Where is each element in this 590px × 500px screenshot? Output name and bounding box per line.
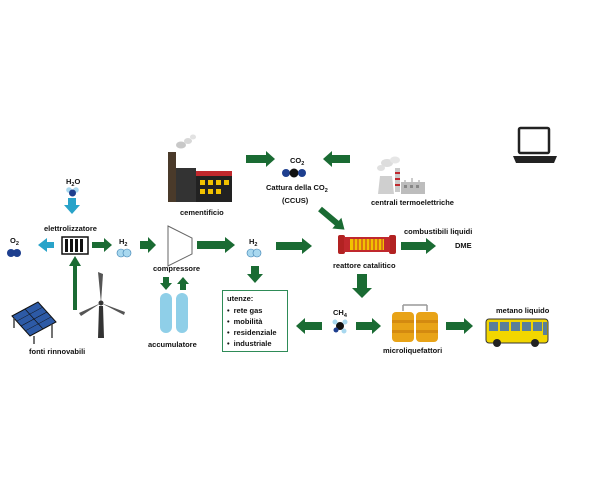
factory-icon <box>168 134 232 202</box>
o2-molecule-icon <box>7 249 21 257</box>
co2-label: CO2 <box>290 156 304 167</box>
h2o-molecule-icon <box>66 187 79 197</box>
dme-label: DME <box>455 241 472 250</box>
bus-icon <box>485 318 549 347</box>
h2o-label: H2O <box>66 177 80 188</box>
arrow-micro-bus <box>446 318 473 334</box>
accumulatore-label: accumulatore <box>148 340 197 349</box>
compressore-label: compressore <box>153 264 200 273</box>
reattore-label: reattore catalitico <box>333 261 396 270</box>
wind-turbine-icon <box>79 272 125 338</box>
oxygen-arrow <box>38 238 54 252</box>
arrow-h2-utenze <box>247 266 263 283</box>
h2-mid-molecule-icon <box>246 248 262 258</box>
utenze-box: utenze: rete gas mobilità residenziale i… <box>222 290 288 352</box>
arrow-cementificio-co2 <box>246 151 275 167</box>
h2-left-label: H2 <box>119 237 127 248</box>
laptop-icon <box>513 126 557 163</box>
arrow-h2-reactor <box>276 238 312 254</box>
utenze-item-residenziale: residenziale <box>227 327 283 338</box>
arrow-electrolyzer-h2 <box>92 238 112 252</box>
utenze-item-rete-gas: rete gas <box>227 305 283 316</box>
solar-panel-icon <box>11 301 57 344</box>
arrow-reactor-ch4 <box>352 274 372 298</box>
o2-label: O2 <box>10 236 19 247</box>
h2-mid-label: H2 <box>249 237 257 248</box>
cementificio-label: cementificio <box>180 208 224 217</box>
h2-left-molecule-icon <box>116 248 132 258</box>
microliquefier-icon <box>392 304 438 342</box>
arrow-centrali-co2 <box>323 151 350 167</box>
arrow-ch4-micro <box>356 318 381 334</box>
metano-liquido-label: metano liquido <box>496 306 550 315</box>
arrow-reactor-fuels <box>401 238 436 254</box>
water-arrow <box>64 198 80 214</box>
utenze-title: utenze: <box>227 294 254 303</box>
reactor-icon <box>338 235 396 254</box>
utenze-item-mobilita: mobilità <box>227 316 283 327</box>
arrow-ccus-reactor <box>318 206 345 230</box>
co2-molecule-icon <box>282 168 306 178</box>
arrow-compressor-accumulator <box>160 277 172 290</box>
combustibili-label: combustibili liquidi <box>404 227 472 236</box>
cattura-label: Cattura della CO2 <box>266 183 328 194</box>
arrow-ch4-utenze <box>296 318 322 334</box>
microliquefattori-label: microliquefattori <box>383 346 442 355</box>
utenze-list: rete gas mobilità residenziale industria… <box>227 305 283 349</box>
ch4-label: CH4 <box>333 308 348 319</box>
electrolyzer-icon <box>61 236 89 255</box>
arrow-compressor-h2 <box>197 237 235 253</box>
elettrolizzatore-label: elettrolizzatore <box>44 224 97 233</box>
arrow-accumulator-compressor <box>177 277 189 290</box>
ch4-molecule-icon <box>332 319 348 334</box>
centrali-label: centrali termoelettriche <box>371 198 454 207</box>
arrow-renewables-electrolyzer <box>69 256 81 310</box>
power-plant-icon <box>377 156 425 194</box>
ccus-label: (CCUS) <box>282 196 309 205</box>
accumulator-icon <box>160 293 188 333</box>
fonti-label: fonti rinnovabili <box>29 347 85 356</box>
compressor-icon <box>167 225 193 267</box>
utenze-item-industriale: industriale <box>227 338 283 349</box>
arrow-h2-compressor <box>140 237 156 253</box>
